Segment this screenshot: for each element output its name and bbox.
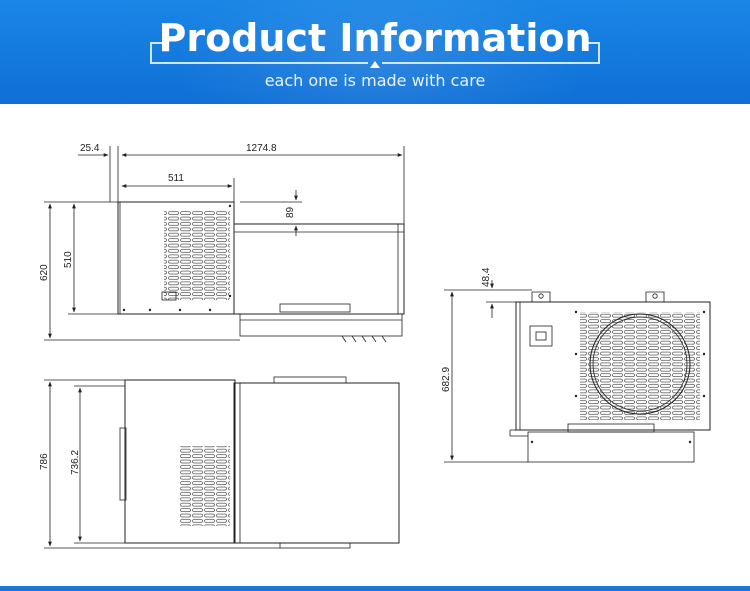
top-view xyxy=(119,376,400,549)
frame-left-vertical xyxy=(150,42,152,64)
dim-1274-8: 1274.8 xyxy=(246,143,277,154)
dim-48-4: 48.4 xyxy=(481,267,492,287)
banner-sheen xyxy=(170,0,590,104)
dim-511: 511 xyxy=(168,173,184,184)
dimension-labels: 25.4 1274.8 511 89 620 510 786 736.2 48.… xyxy=(39,143,492,475)
header-banner: Product Information each one is made wit… xyxy=(0,0,750,104)
side-view xyxy=(509,291,711,463)
dim-25-4: 25.4 xyxy=(80,143,100,154)
frame-triangle-icon xyxy=(370,61,380,68)
frame-bottom-right xyxy=(382,62,600,64)
page-subtitle: each one is made with care xyxy=(264,71,486,90)
dim-682-9: 682.9 xyxy=(441,367,452,392)
front-view xyxy=(117,201,405,343)
technical-drawing: 25.4 1274.8 511 89 620 510 786 736.2 48.… xyxy=(39,143,711,549)
dim-510: 510 xyxy=(63,251,74,268)
dim-736-2: 736.2 xyxy=(70,450,81,475)
dim-620: 620 xyxy=(39,264,50,281)
dim-786: 786 xyxy=(39,453,50,470)
page-title: Product Information xyxy=(158,16,592,60)
front-view-dimensions xyxy=(44,146,405,341)
bottom-accent-bar xyxy=(0,586,750,591)
frame-bottom-left xyxy=(150,62,368,64)
frame-right-top xyxy=(584,42,600,44)
side-view-dimensions xyxy=(444,280,532,463)
top-view-dimensions xyxy=(44,379,280,549)
dim-89: 89 xyxy=(285,206,296,218)
frame-left-top xyxy=(150,42,166,44)
frame-right-vertical xyxy=(598,42,600,64)
